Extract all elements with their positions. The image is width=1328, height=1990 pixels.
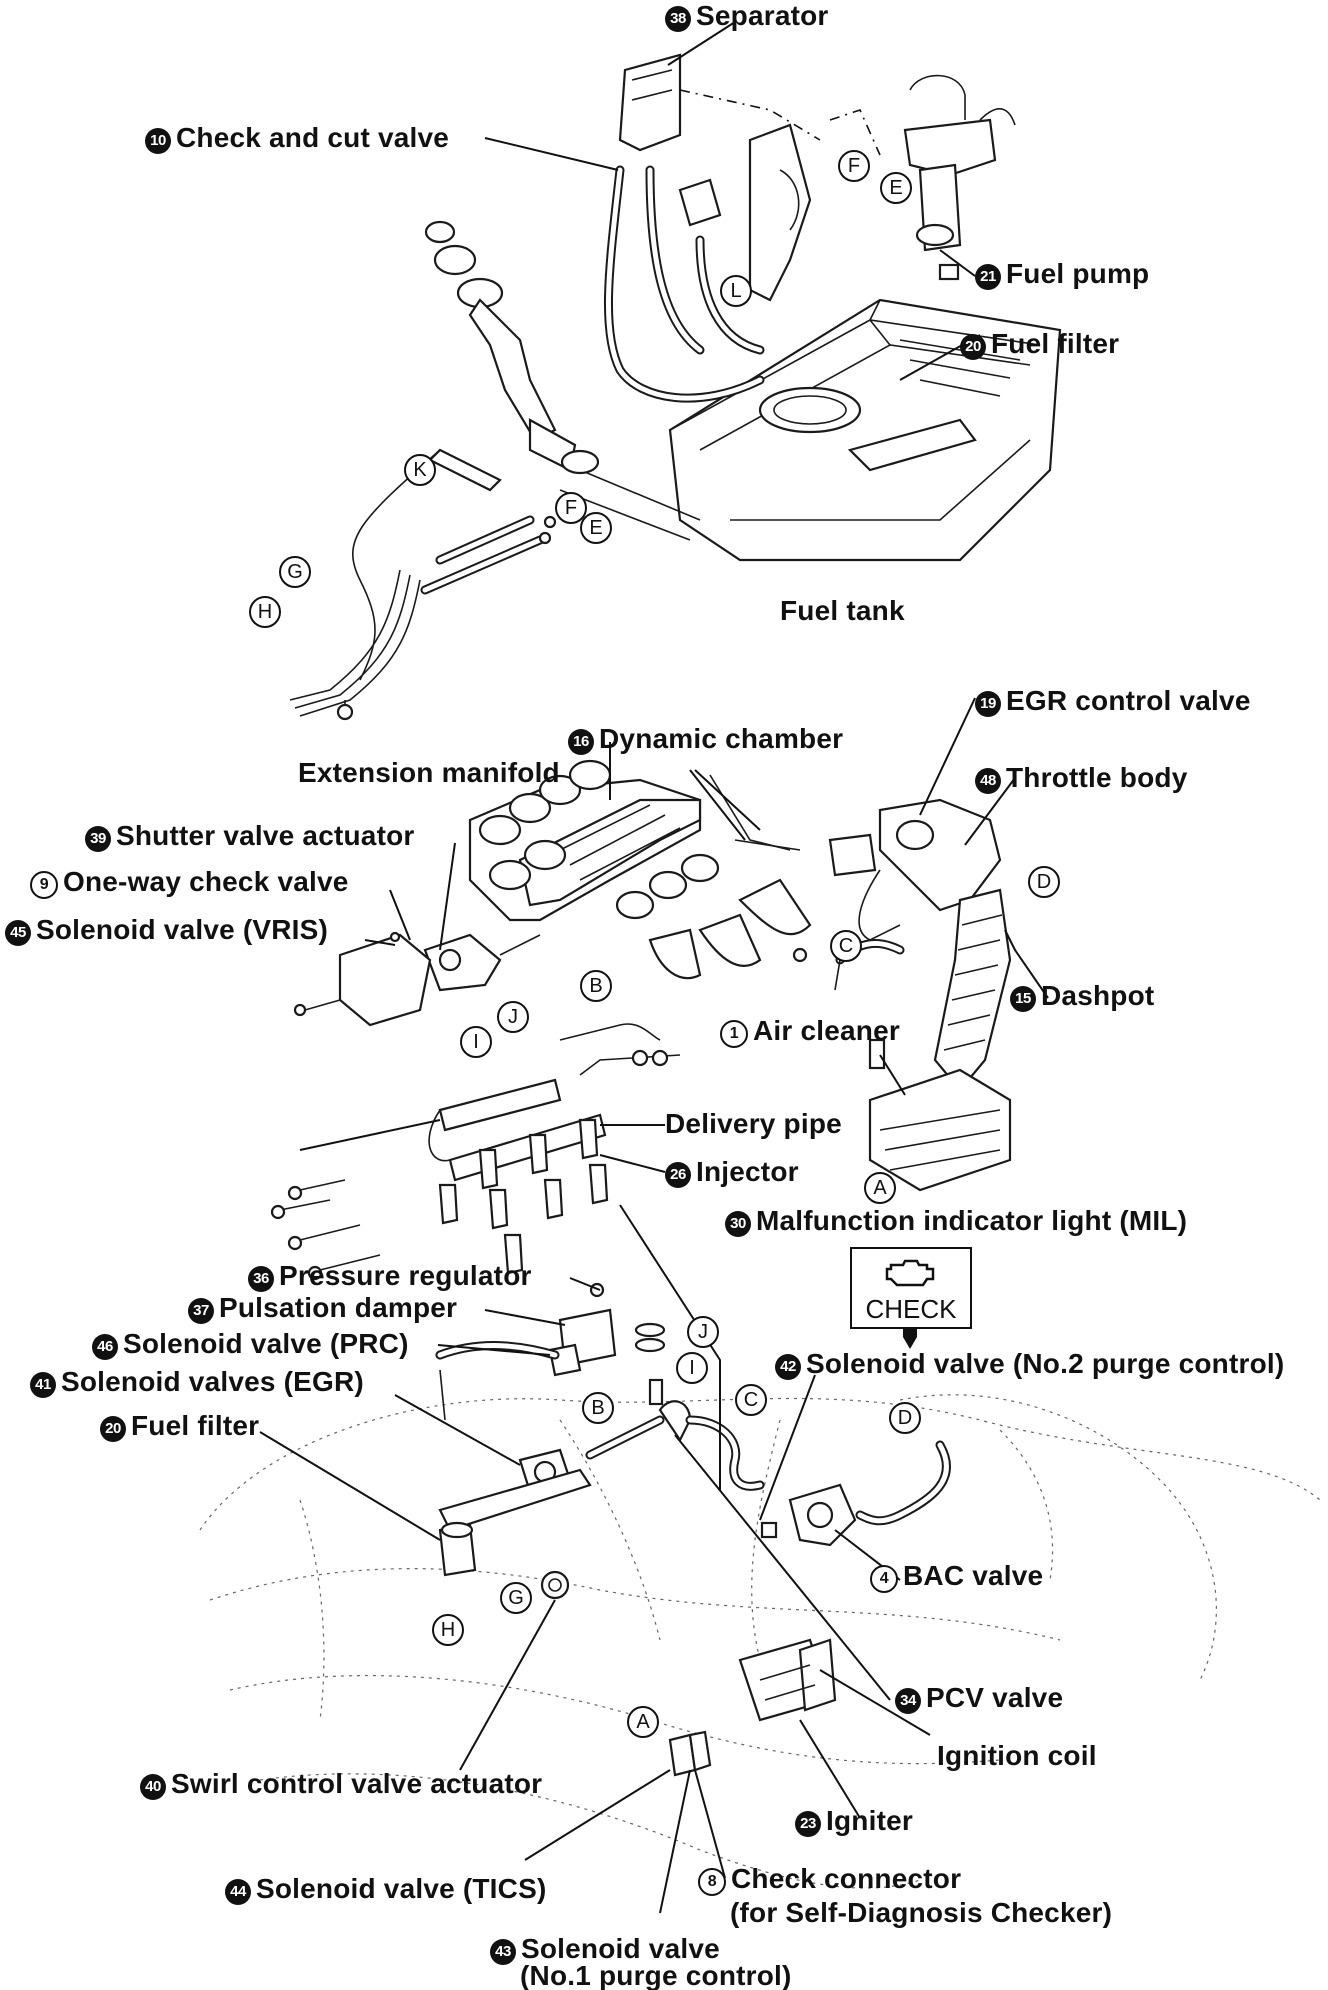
ref-letter-h-bottom: H [432, 1614, 464, 1646]
fuel-tank-drawing [559, 298, 1062, 562]
ref-letter-e-mid: E [580, 512, 612, 544]
ref-letter-c-bottom: C [735, 1384, 767, 1416]
check-text: CHECK [865, 1294, 957, 1324]
ref-letter-d-top: D [1028, 866, 1060, 898]
intake-manifold-drawing [468, 759, 812, 980]
filler-neck-drawing [424, 220, 600, 475]
ref-letter-i-bottom: I [676, 1352, 708, 1384]
ref-letter-i-top: I [460, 1026, 492, 1058]
regulator-cluster-drawing [435, 1282, 765, 1532]
fuel-lines-drawing [289, 448, 557, 721]
ref-letter-a-top: A [864, 1172, 896, 1204]
ref-letter-k: K [404, 454, 436, 486]
ref-letter-d-bottom: D [889, 1402, 921, 1434]
ref-letter-g-bottom: G [500, 1582, 532, 1614]
label-fuel-tank: Fuel tank [780, 595, 905, 626]
engine-bay-sketch [199, 1394, 1321, 1889]
ref-letter-h-top: H [249, 596, 281, 628]
label-check-connector-line2: (for Self-Diagnosis Checker) [730, 1897, 1113, 1928]
shutter-actuator-drawing [293, 931, 541, 1027]
label-ignition-coil: Ignition coil [937, 1740, 1097, 1771]
engine-icon [885, 1259, 935, 1287]
ref-letter-g-top: G [279, 556, 311, 588]
ref-letter-c-top: C [830, 930, 862, 962]
arrow-down-icon [903, 1327, 917, 1349]
ref-letter-l: L [720, 275, 752, 307]
ref-letter-b-bottom: B [582, 1392, 614, 1424]
delivery-pipe-drawing [270, 1023, 681, 1281]
ref-letter-f-top: F [838, 150, 870, 182]
label-solenoid-valve-no1-purge-line2: (No.1 purge control) [520, 1960, 792, 1990]
fuel-pump-drawing [903, 74, 1016, 281]
mil-check-panel: CHECK [850, 1247, 972, 1329]
ref-letter-j-top: J [497, 1001, 529, 1033]
throttle-body-drawing [828, 798, 1012, 1192]
label-delivery-pipe: Delivery pipe [665, 1108, 842, 1139]
label-extension-manifold: Extension manifold [298, 757, 560, 788]
leader-lines [259, 21, 1049, 1914]
separator-drawing [603, 53, 881, 403]
ref-letter-b-top: B [580, 970, 612, 1002]
ref-letter-e-top: E [880, 172, 912, 204]
ref-letter-j-bottom: J [687, 1316, 719, 1348]
ref-letter-a-bottom: A [627, 1706, 659, 1738]
engine-components-drawing [438, 1440, 951, 1777]
